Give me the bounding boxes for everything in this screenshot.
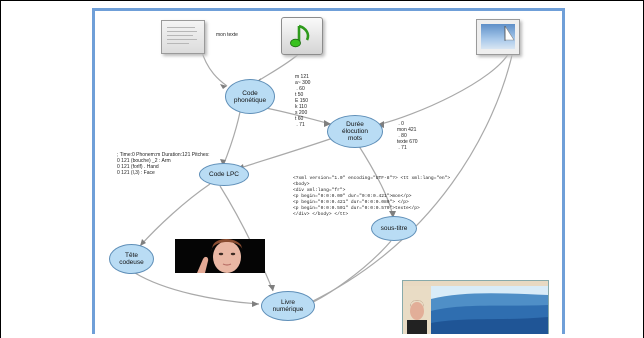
node-code-lpc: Code LPC	[199, 163, 249, 186]
source-text-label: mon texte	[216, 32, 238, 38]
edge-image-to-livre	[310, 50, 514, 303]
page-top-border	[0, 0, 644, 1]
node-livre-numerique-label: Livre numérique	[272, 299, 304, 313]
edge-phonetique-to-lpc	[222, 111, 241, 167]
node-duree-elocution-label: Durée élocution mots	[341, 121, 369, 142]
edge-soustitre-to-livre	[306, 240, 392, 306]
arrowhead-duree-1	[324, 120, 331, 127]
digital-book-preview	[402, 280, 549, 334]
node-duree-elocution: Durée élocution mots	[327, 115, 383, 148]
node-sous-titre-label: sous-titre	[380, 225, 408, 232]
diagram-frame: mon texte Code phonétique Durée élocutio…	[92, 8, 565, 334]
edge-lpc-to-tete	[139, 183, 211, 247]
xml-subtitle-listing: <?xml version="1.0" encoding="UTF-8"?> <…	[293, 176, 451, 217]
talking-head-photo	[175, 239, 265, 273]
node-livre-numerique: Livre numérique	[261, 291, 315, 321]
music-note-icon	[281, 17, 323, 55]
edge-duree-to-lpc	[236, 137, 334, 170]
image-file-icon	[476, 19, 520, 55]
lpc-code-list: ; Time:0 Phonem:m Duration:121 Pitches: …	[117, 152, 210, 176]
arrowhead-tete	[140, 239, 146, 246]
node-code-phonetique: Code phonétique	[225, 79, 275, 114]
edge-text-to-phonetique	[200, 48, 228, 87]
node-tete-codeuse-label: Tête codeuse	[119, 252, 144, 266]
arrowhead-phonetique-1	[220, 84, 227, 89]
arrowhead-livre-2	[268, 285, 275, 291]
node-code-lpc-label: Code LPC	[209, 171, 239, 178]
edge-audio-to-phonetique	[254, 52, 301, 84]
page-left-border	[0, 0, 1, 338]
text-document-icon	[161, 20, 205, 54]
word-duration-list: . 0 mon 421 . 80 texte 670 . 71	[397, 121, 418, 151]
edge-image-to-duree	[376, 50, 511, 126]
edge-tete-to-livre	[134, 272, 260, 305]
node-tete-codeuse: Tête codeuse	[109, 244, 154, 274]
arrowhead-livre-1	[252, 301, 259, 307]
arrowhead-soustitre	[389, 211, 396, 218]
phoneme-list: m 121 a~ 300 . 60 t 50 E 150 k 110 s 200…	[295, 74, 311, 128]
node-code-phonetique-label: Code phonétique	[233, 89, 267, 104]
node-sous-titre: sous-titre	[371, 216, 417, 241]
